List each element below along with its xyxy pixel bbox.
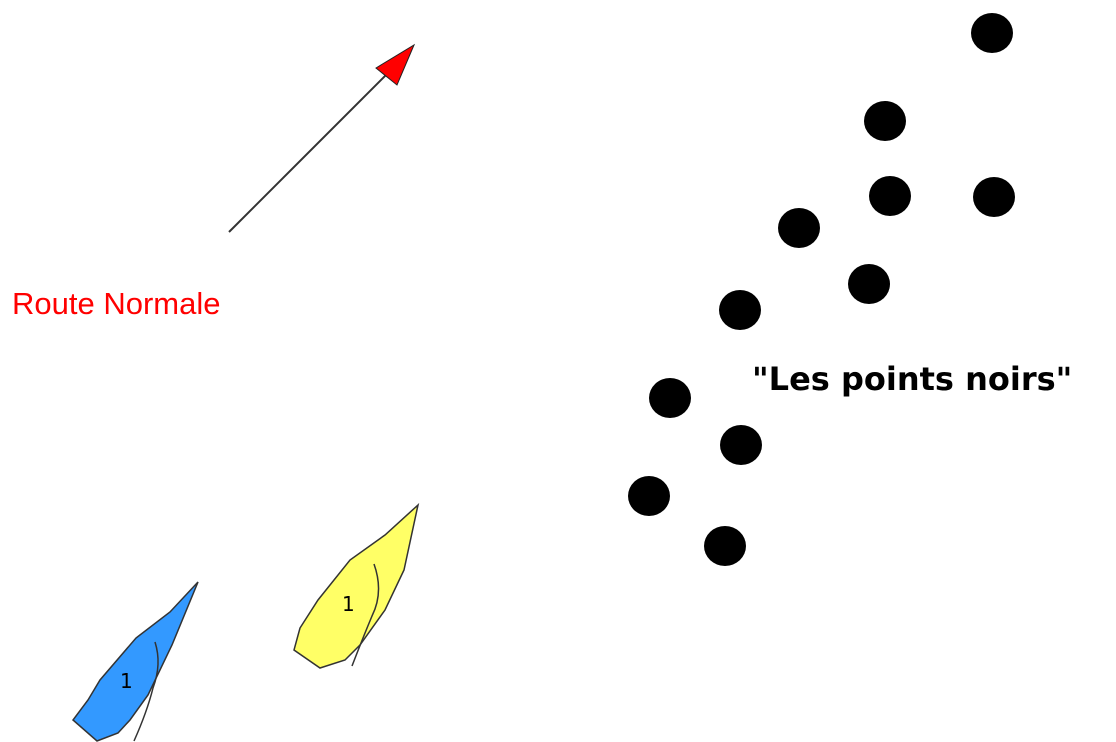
yellow-boat-number: 1 [342,592,355,616]
rock [704,526,746,566]
route-arrow [228,43,416,233]
yellow-boat: 1 [293,502,420,669]
route-label: Route Normale [12,286,220,321]
rock [864,101,906,141]
yellow-boat-hull [293,502,420,669]
rock [628,476,670,516]
rock [649,378,691,418]
blue-boat-number: 1 [120,669,133,693]
route-arrowhead [375,43,416,86]
rock [869,176,911,216]
rock [971,13,1013,53]
blue-boat-hull [71,581,199,742]
rock [848,264,890,304]
rock [720,425,762,465]
blue-boat: 1 [71,581,199,742]
blue-boat-sail-line [133,641,159,742]
rock [973,177,1015,217]
yellow-boat-sail-line [351,563,380,667]
rocks-label: "Les points noirs" [752,360,1072,398]
route-arrow-line [228,68,393,233]
rock [719,290,761,330]
rocks-group [628,13,1015,566]
rock [778,208,820,248]
